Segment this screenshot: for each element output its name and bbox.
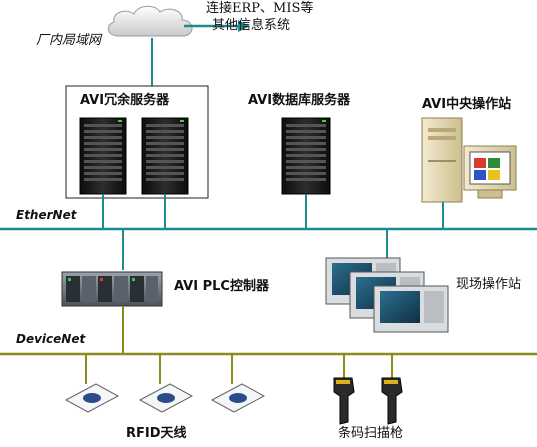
rfid-antenna-icon <box>138 383 194 413</box>
db-server-label: AVI数据库服务器 <box>248 93 351 108</box>
erp-label-line1: 连接ERP、MIS等 <box>206 1 314 16</box>
field-station-label: 现场操作站 <box>456 277 522 292</box>
arrow-icon <box>184 20 250 32</box>
server-rack-icon <box>281 117 331 195</box>
devicenet-label: DeviceNet <box>16 332 86 346</box>
server-rack-icon <box>79 117 127 195</box>
redundant-server-label: AVI冗余服务器 <box>80 93 170 108</box>
desktop-pc-icon <box>421 117 517 203</box>
cloud-icon <box>107 5 193 37</box>
operator-panel-icon <box>373 285 449 333</box>
lan-label: 厂内局域网 <box>36 33 102 48</box>
scanner-label: 条码扫描枪 <box>338 426 404 441</box>
erp-label-line2: 其他信息系统 <box>212 18 291 33</box>
plc-rack-icon <box>61 271 163 307</box>
server-rack-icon <box>141 117 189 195</box>
rfid-antenna-icon <box>64 383 120 413</box>
barcode-scanner-icon <box>381 377 403 425</box>
plc-label: AVI PLC控制器 <box>174 279 269 294</box>
barcode-scanner-icon <box>333 377 355 425</box>
ethernet-label: EtherNet <box>16 208 77 222</box>
rfid-antenna-icon <box>210 383 266 413</box>
redundant-server-frame <box>65 85 209 199</box>
central-station-label: AVI中央操作站 <box>422 97 512 112</box>
rfid-label: RFID天线 <box>126 426 187 441</box>
